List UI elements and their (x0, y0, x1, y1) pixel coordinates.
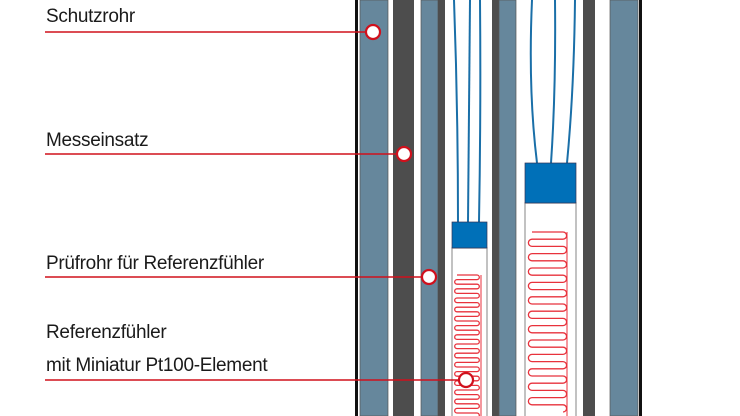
label-schutzrohr: Schutzrohr (46, 6, 135, 27)
test-tube-right (498, 0, 517, 416)
reference-pt100-element (454, 274, 482, 416)
test-tube-left (420, 0, 439, 416)
marker-schutzrohr (364, 23, 382, 41)
reference-probe-head (451, 221, 488, 249)
test-tube-wall-right (492, 0, 499, 416)
label-referenzfuehler-1: Referenzfühler (46, 322, 167, 343)
marker-messeinsatz (395, 145, 413, 163)
insert-pt100-element (527, 231, 568, 416)
protection-tube-right (609, 0, 639, 416)
insert-sensor-sheath (524, 202, 577, 416)
insert-sensor-head (524, 162, 577, 204)
measuring-insert-right (583, 0, 595, 416)
outer-edge-left (355, 0, 358, 416)
marker-pruefrohr (420, 268, 438, 286)
test-tube-wall-left (438, 0, 445, 416)
outer-edge-right (639, 0, 642, 416)
label-pruefrohr: Prüfrohr für Referenzfühler (46, 253, 264, 274)
protection-tube-left (359, 0, 389, 416)
label-messeinsatz: Messeinsatz (46, 130, 149, 151)
meander-trace (454, 274, 480, 416)
reference-probe-sheath (451, 247, 488, 416)
label-referenzfuehler-2: mit Miniatur Pt100-Element (46, 355, 268, 376)
marker-referenzfuehler (457, 371, 475, 389)
meander-trace (527, 231, 568, 413)
insert-wires (529, 0, 576, 164)
measuring-insert-left (393, 0, 414, 416)
reference-probe-wires (453, 0, 482, 223)
